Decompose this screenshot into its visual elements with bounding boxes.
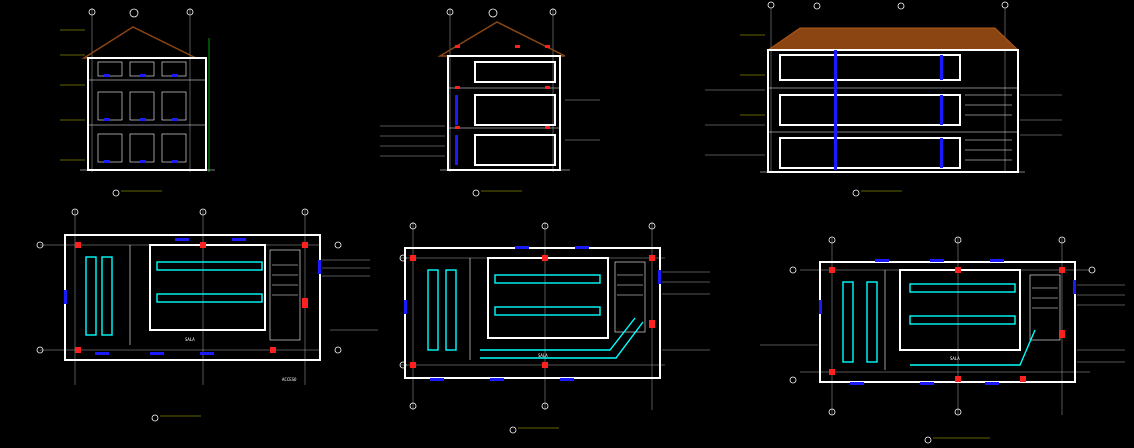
grid-bubble [828, 408, 836, 416]
plan-outline [819, 261, 1076, 383]
grid-bubble [541, 402, 549, 410]
grid-bubble [88, 8, 96, 16]
plan-first-floor: SALA [399, 222, 710, 434]
grid-bubble [36, 346, 44, 354]
level-marker [488, 8, 498, 18]
furniture-row [480, 317, 636, 351]
furniture-row [909, 315, 1016, 325]
grid-bubble [897, 2, 905, 10]
grid-bubble [186, 8, 194, 16]
roof-tiles [766, 27, 1020, 51]
furniture-row [101, 256, 113, 336]
roof-outline [81, 26, 197, 59]
grid-bubble [789, 376, 797, 384]
furniture-row [842, 281, 854, 363]
section-longitudinal [705, 1, 1062, 197]
grid-bubble [541, 222, 549, 230]
grid-bubble [334, 241, 342, 249]
view-title-marker [509, 426, 517, 434]
plan-second-floor: SALA [760, 236, 1125, 444]
furniture-row [910, 329, 1036, 366]
grid-bubble [409, 402, 417, 410]
grid-bubble [1058, 236, 1066, 244]
furniture-row [85, 256, 97, 336]
furniture-row [427, 269, 439, 351]
grid-bubble [549, 8, 557, 16]
grid-bubble [954, 408, 962, 416]
grid-bubble [301, 208, 309, 216]
grid-bubble [648, 222, 656, 230]
elevation-front [60, 8, 215, 197]
grid-bubble [789, 266, 797, 274]
view-title-marker [852, 189, 860, 197]
grid-bubble [199, 208, 207, 216]
grid-bubble [334, 346, 342, 354]
view-title-marker [151, 414, 159, 422]
furniture-row [866, 281, 878, 363]
grid-bubble [446, 8, 454, 16]
grid-bubble [813, 2, 821, 10]
room-label: SALA [185, 337, 195, 342]
furniture-row [445, 269, 457, 351]
furniture-row [480, 321, 644, 359]
grid-bubble [71, 208, 79, 216]
plan-ground-floor: SALA ACCESO [36, 208, 378, 422]
room-label: SALA [950, 356, 960, 361]
furniture-row [494, 306, 601, 316]
furniture-row [494, 274, 601, 284]
section-transversal [380, 8, 600, 197]
view-title-marker [472, 189, 480, 197]
grid-bubble [828, 236, 836, 244]
grid-bubble [36, 241, 44, 249]
view-title-marker [112, 189, 120, 197]
furniture-row [156, 261, 263, 271]
grid-bubble [1088, 266, 1096, 274]
view-title-marker [924, 436, 932, 444]
roof-outline [437, 21, 566, 57]
grid-bubble [1001, 1, 1009, 9]
furniture-row [156, 293, 263, 303]
level-marker [129, 8, 139, 18]
room-label: SALA [538, 353, 548, 358]
grid-bubble [954, 236, 962, 244]
grid-bubble [409, 222, 417, 230]
entrance-label: ACCESO [282, 377, 297, 382]
grid-bubble [767, 1, 775, 9]
furniture-row [909, 283, 1016, 293]
